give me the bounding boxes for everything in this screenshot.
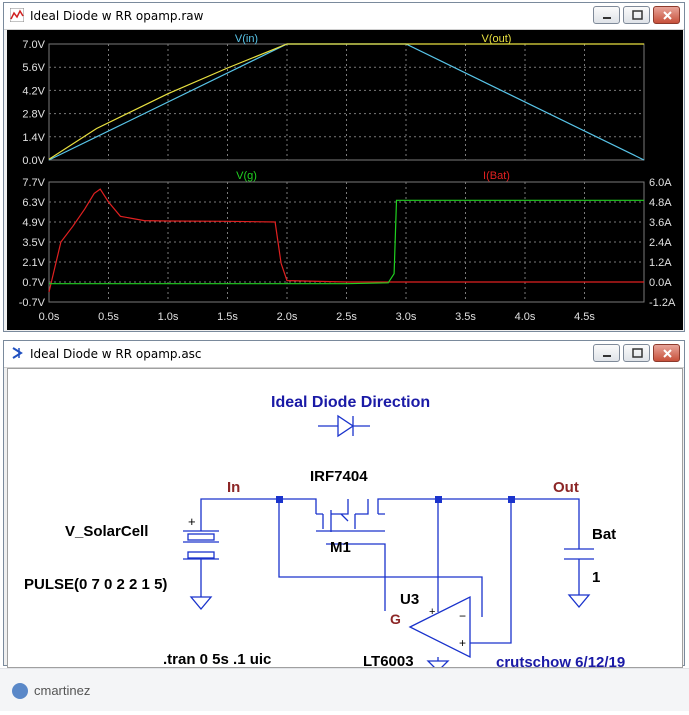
waveform-plot-area[interactable]: 0.0s 0.5s 1.0s 1.5s 2.0s 2.5s 3.0s 3.5s 4.0s 4.5s… bbox=[7, 30, 683, 330]
label-source-plus: + bbox=[188, 514, 196, 529]
y2-tick-label: 1.2A bbox=[649, 257, 672, 269]
solar-cell-body-2 bbox=[187, 551, 215, 559]
label-sim-directive: .tran 0 5s .1 uic bbox=[163, 651, 271, 667]
y-tick-label: 6.3V bbox=[22, 197, 45, 209]
junction-out bbox=[508, 496, 515, 503]
wire-mosfet-drain bbox=[377, 498, 511, 514]
wire-in-to-opamp bbox=[278, 499, 483, 617]
y-tick-label: 4.2V bbox=[22, 85, 45, 97]
label-diode-direction: Ideal Diode Direction bbox=[271, 394, 430, 411]
series-line-vin bbox=[48, 43, 645, 161]
y2-tick-label: 4.8A bbox=[649, 197, 672, 209]
waveform-app-icon bbox=[10, 8, 24, 22]
x-tick-label: 2.0s bbox=[277, 311, 298, 323]
waveform-window[interactable]: Ideal Diode w RR opamp.raw 0.0s 0.5s 1.0s 1… bbox=[3, 2, 685, 332]
waveform-window-title: Ideal Diode w RR opamp.raw bbox=[30, 9, 204, 23]
x-tick-label: 1.5s bbox=[217, 311, 238, 323]
y-tick-label: 7.0V bbox=[22, 39, 45, 51]
close-button[interactable] bbox=[653, 6, 680, 24]
y-tick-label: 4.9V bbox=[22, 217, 45, 229]
label-net-out: Out bbox=[553, 479, 579, 496]
label-opamp-ref: U3 bbox=[400, 591, 419, 608]
trace-label-vin: V(in) bbox=[235, 33, 258, 45]
minimize-button[interactable] bbox=[593, 344, 620, 362]
label-net-g: G bbox=[390, 611, 401, 627]
label-mosfet-ref: M1 bbox=[330, 539, 351, 556]
y-tick-label: 0.0V bbox=[22, 155, 45, 167]
wire-source-top bbox=[200, 498, 279, 531]
y2-tick-label: -1.2A bbox=[649, 297, 676, 309]
opamp-gnd bbox=[426, 657, 450, 672]
label-opamp-minus: − bbox=[459, 609, 466, 623]
label-source-value: PULSE(0 7 0 2 2 1 5) bbox=[24, 576, 167, 593]
post-footer: cmartinez bbox=[0, 668, 689, 711]
schematic-window-title: Ideal Diode w RR opamp.asc bbox=[30, 347, 202, 361]
y-tick-label: 2.1V bbox=[22, 257, 45, 269]
y-tick-label: -0.7V bbox=[19, 297, 46, 309]
trace-label-vg: V(g) bbox=[236, 170, 257, 182]
y2-tick-label: 0.0A bbox=[649, 277, 672, 289]
solar-cell-symbol bbox=[183, 530, 219, 597]
waveform-svg[interactable]: 0.0s 0.5s 1.0s 1.5s 2.0s 2.5s 3.0s 3.5s 4.0s 4.5s… bbox=[7, 30, 683, 330]
y-tick-label: 3.5V bbox=[22, 237, 45, 249]
junction-mid bbox=[435, 496, 442, 503]
x-tick-label: 0.5s bbox=[98, 311, 119, 323]
label-battery-name: Bat bbox=[592, 526, 616, 543]
series-line-ibat bbox=[49, 199, 644, 285]
label-author: crutschow 6/12/19 bbox=[496, 654, 625, 667]
wire-in-to-mosfet bbox=[279, 498, 317, 514]
y-tick-label: 7.7V bbox=[22, 177, 45, 189]
series-line-vg bbox=[48, 188, 644, 293]
y-tick-label: 2.8V bbox=[22, 109, 45, 121]
y2-tick-label: 2.4A bbox=[649, 237, 672, 249]
y2-tick-label: 3.6A bbox=[649, 217, 672, 229]
schematic-canvas[interactable]: Ideal Diode Direction IRF7404 M1 In Out … bbox=[7, 368, 683, 672]
x-tick-label: 4.0s bbox=[515, 311, 536, 323]
x-tick-label: 1.0s bbox=[158, 311, 179, 323]
user-avatar-icon[interactable] bbox=[12, 683, 28, 699]
mosfet-gate-wire bbox=[326, 543, 386, 611]
mosfet-symbol bbox=[316, 499, 385, 532]
label-net-in: In bbox=[227, 479, 240, 496]
x-tick-label: 2.5s bbox=[336, 311, 357, 323]
wire-out-right bbox=[511, 498, 580, 549]
maximize-button[interactable] bbox=[623, 344, 650, 362]
solar-cell-body bbox=[187, 533, 215, 541]
maximize-button[interactable] bbox=[623, 6, 650, 24]
x-tick-label: 4.5s bbox=[574, 311, 595, 323]
schematic-window[interactable]: Ideal Diode w RR opamp.asc bbox=[3, 340, 685, 672]
label-mosfet-part: IRF7404 bbox=[310, 468, 368, 485]
schematic-svg[interactable]: Ideal Diode Direction IRF7404 M1 In Out … bbox=[8, 369, 682, 672]
top-pane-frame bbox=[48, 43, 645, 161]
wire-out2-to-opamp bbox=[470, 499, 512, 644]
close-button[interactable] bbox=[653, 344, 680, 362]
label-opamp-plus-top: + bbox=[429, 606, 435, 618]
y-tick-label: 5.6V bbox=[22, 62, 45, 74]
minimize-button[interactable] bbox=[593, 6, 620, 24]
trace-label-vout: V(out) bbox=[482, 33, 512, 45]
junction-in bbox=[276, 496, 283, 503]
diode-symbol bbox=[318, 414, 370, 438]
x-tick-label: 3.0s bbox=[396, 311, 417, 323]
waveform-titlebar[interactable]: Ideal Diode w RR opamp.raw bbox=[4, 3, 684, 30]
username-link[interactable]: cmartinez bbox=[34, 683, 91, 698]
series-line-vout bbox=[48, 43, 644, 160]
y2-tick-label: 6.0A bbox=[649, 177, 672, 189]
ground-source bbox=[189, 596, 213, 611]
ground-battery bbox=[567, 594, 591, 609]
schematic-titlebar[interactable]: Ideal Diode w RR opamp.asc bbox=[4, 341, 684, 368]
schematic-app-icon bbox=[12, 347, 23, 359]
opamp-symbol bbox=[408, 595, 471, 659]
trace-label-ibat: I(Bat) bbox=[483, 170, 510, 182]
battery-symbol bbox=[564, 548, 594, 595]
label-battery-value: 1 bbox=[592, 569, 600, 586]
y-tick-label: 0.7V bbox=[22, 277, 45, 289]
label-opamp-plus-bottom: + bbox=[459, 636, 466, 650]
y-tick-label: 1.4V bbox=[22, 132, 45, 144]
label-source-name: V_SolarCell bbox=[65, 523, 148, 540]
label-opamp-part: LT6003 bbox=[363, 653, 414, 667]
x-tick-label: 3.5s bbox=[455, 311, 476, 323]
x-tick-label: 0.0s bbox=[39, 311, 60, 323]
